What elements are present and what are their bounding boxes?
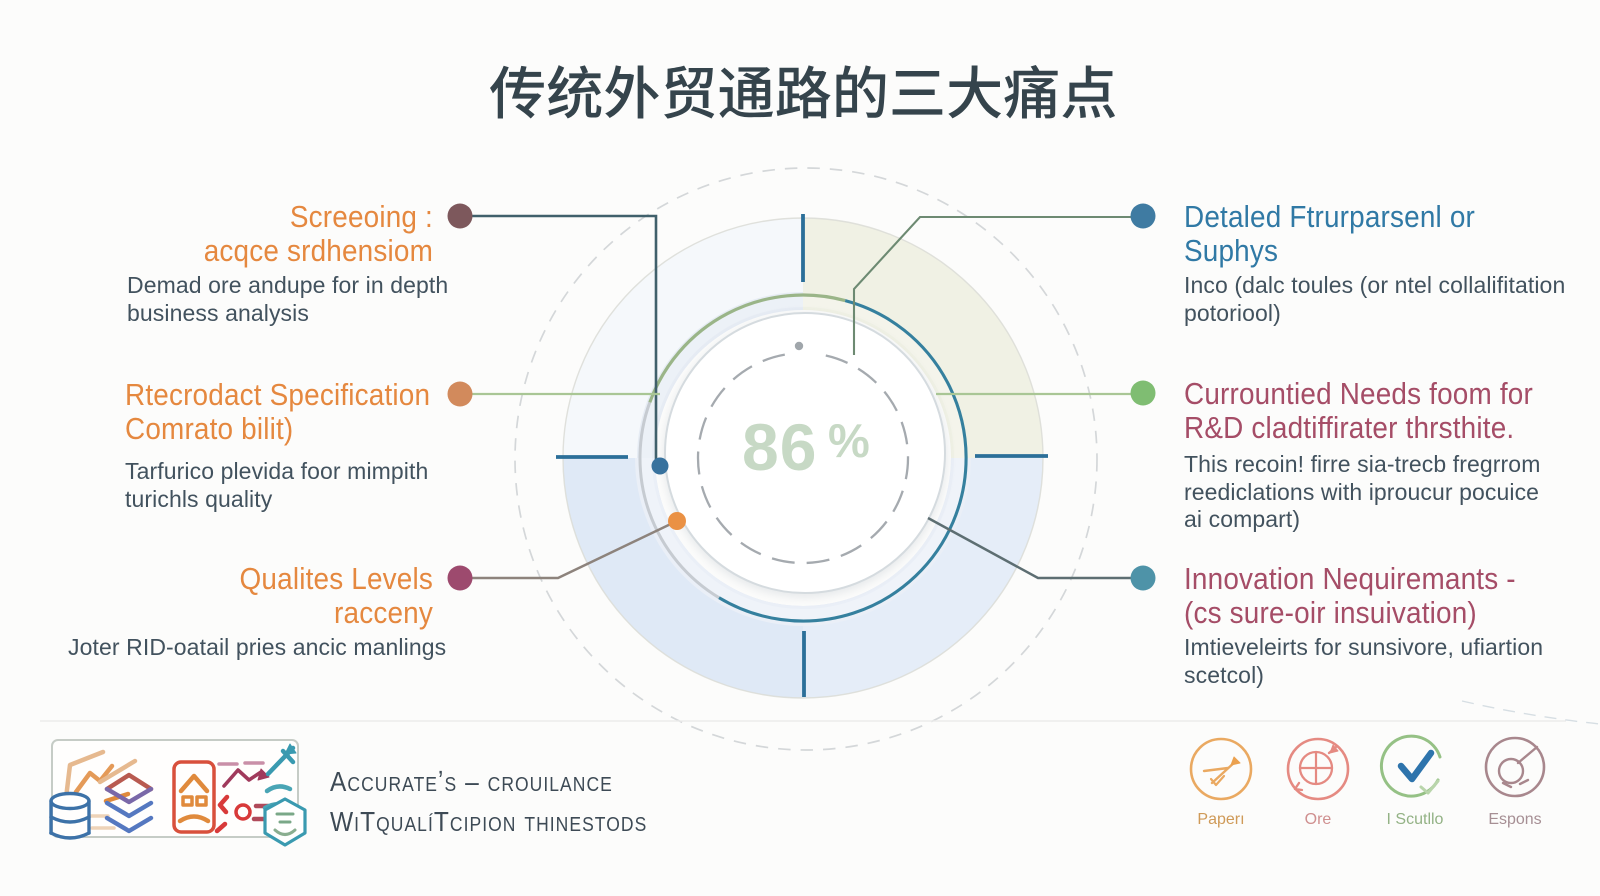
svg-text:Paperı: Paperı (1197, 811, 1244, 828)
svg-text:86: 86 (742, 410, 817, 484)
svg-text:Ore: Ore (1305, 811, 1332, 828)
svg-text:%: % (828, 414, 870, 467)
svg-text:I Scutllo: I Scutllo (1387, 811, 1444, 828)
svg-text:Espons: Espons (1488, 811, 1541, 828)
